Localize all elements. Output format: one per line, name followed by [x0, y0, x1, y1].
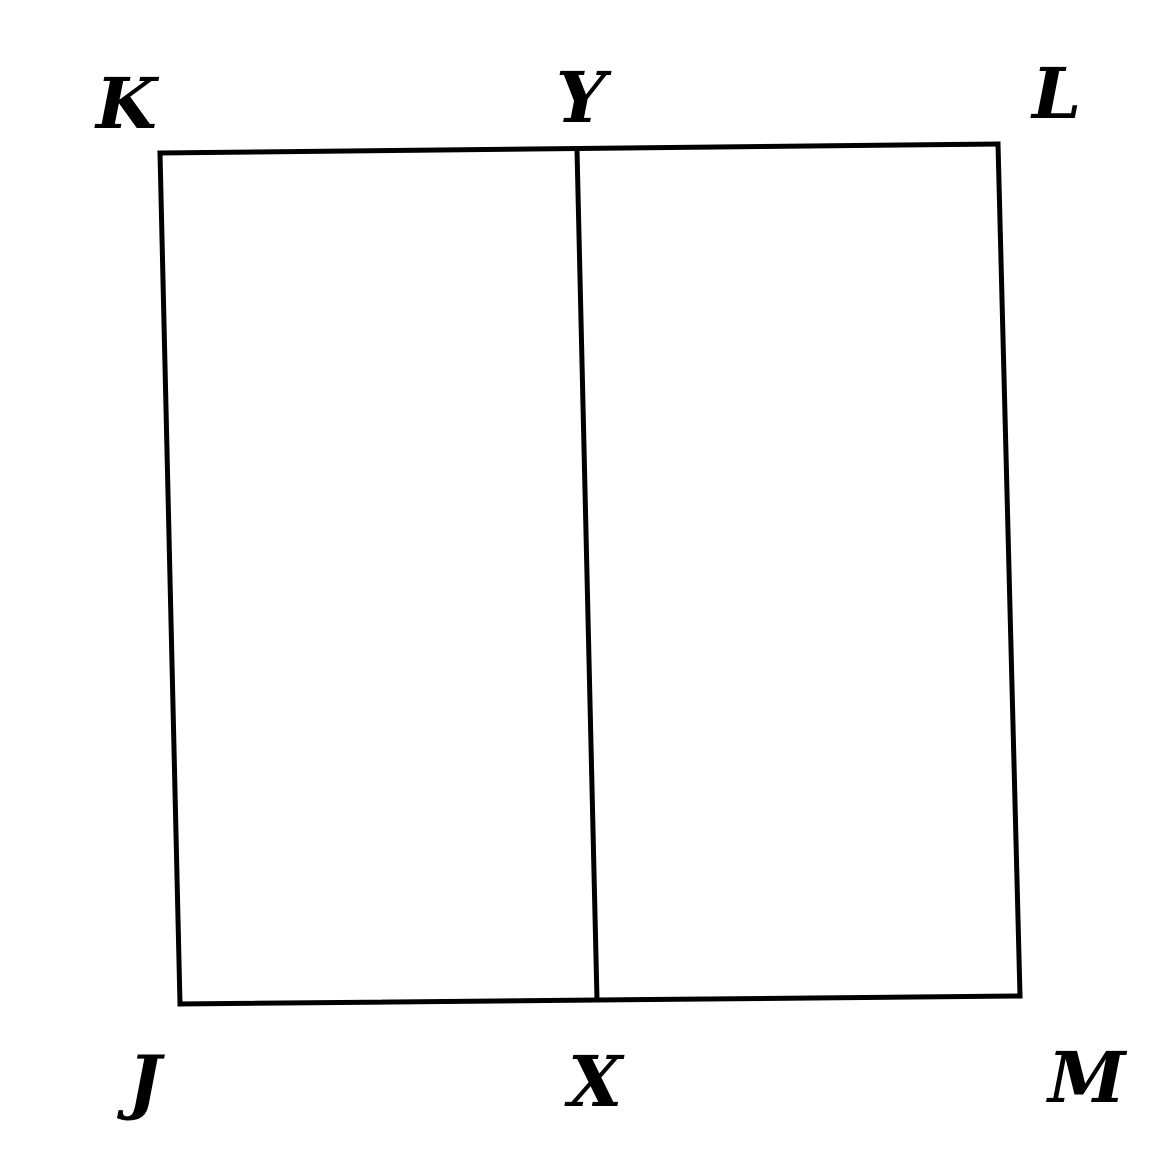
vertex-label-l: L [1030, 52, 1081, 135]
vertex-label-k: K [94, 62, 160, 145]
vertex-label-y: Y [556, 56, 612, 139]
vertex-label-j: J [117, 1040, 165, 1123]
segment-mj [177, 993, 1023, 1007]
vertex-label-x: X [564, 1040, 625, 1123]
segment-lm [995, 141, 1023, 999]
segment-yx [574, 147, 600, 1003]
segment-jk [157, 150, 183, 1007]
vertex-label-m: M [1046, 1036, 1128, 1119]
